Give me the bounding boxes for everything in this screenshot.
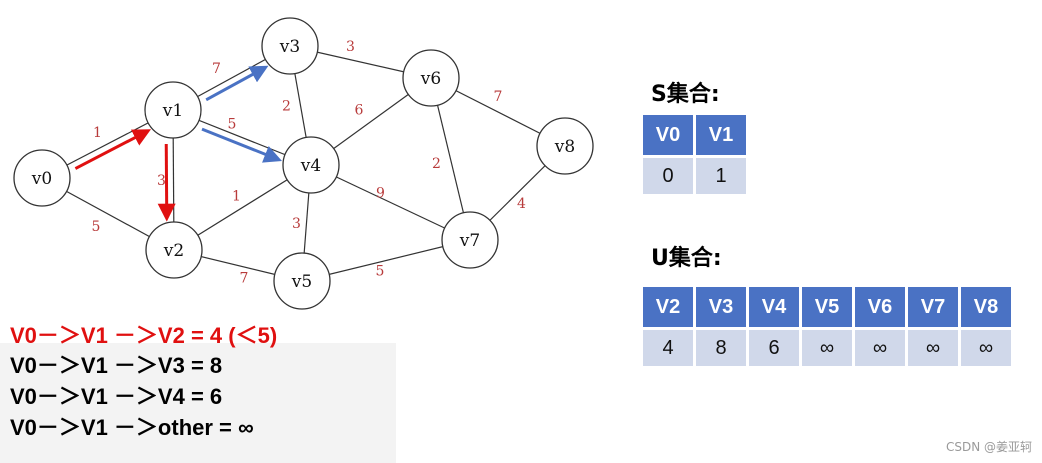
node-v3: v3 xyxy=(261,17,319,75)
u-set-header: V6 xyxy=(855,287,905,327)
node-label: v7 xyxy=(459,231,480,251)
edge-weight-v7-v8: 4 xyxy=(517,196,526,212)
edge-v5-v7 xyxy=(301,239,471,282)
graph-diagram: v0 v1 v2 v3 v4 v5 v6 v7 v8 1 5 3 7 5 1 7 2 3 3 6 9 5 2 7 4 xyxy=(13,17,594,310)
path-line: V0－＞V1 －＞V4 = 6 xyxy=(10,384,223,409)
path-arrow-v1-v3 xyxy=(205,65,269,102)
edge-weight-v3-v6: 3 xyxy=(346,39,355,55)
node-circle xyxy=(145,221,203,279)
path-arrow-v0-v1 xyxy=(74,129,152,170)
node-v0: v0 xyxy=(13,149,71,207)
edge-weight-v5-v7: 5 xyxy=(376,264,385,280)
node-label: v2 xyxy=(163,241,184,261)
edge-weight-v0-v2: 5 xyxy=(92,219,101,235)
u-set-header: V3 xyxy=(696,287,746,327)
edge-weight-v4-v5: 3 xyxy=(292,216,301,232)
u-set-header: V4 xyxy=(749,287,799,327)
node-v6: v6 xyxy=(402,49,460,107)
path-line: V0－＞V1 －＞other = ∞ xyxy=(10,415,254,440)
edge-weight-v1-v2: 3 xyxy=(157,173,166,189)
node-circle xyxy=(273,252,331,310)
u-set-value: 6 xyxy=(749,330,799,366)
u-set-value: 4 xyxy=(643,330,693,366)
s-set-title: S集合: xyxy=(651,82,720,107)
s-set-header: V1 xyxy=(696,115,746,155)
edge-weight-v2-v5: 7 xyxy=(240,271,249,287)
u-set-header: V7 xyxy=(908,287,958,327)
s-set-value: 0 xyxy=(643,158,693,194)
node-circle xyxy=(441,211,499,269)
edge-weight-v1-v4: 5 xyxy=(228,117,237,133)
node-circle xyxy=(13,149,71,207)
node-v7: v7 xyxy=(441,211,499,269)
paths-panel xyxy=(0,343,396,463)
s-set-header: V0 xyxy=(643,115,693,155)
node-label: v6 xyxy=(420,69,441,89)
edge-weight-v6-v7: 2 xyxy=(432,156,441,172)
edge-weight-v1-v3: 7 xyxy=(212,61,221,77)
edge-weight-v4-v6: 6 xyxy=(355,103,364,119)
node-label: v0 xyxy=(31,169,52,189)
u-set-header: V8 xyxy=(961,287,1011,327)
node-label: v1 xyxy=(162,101,183,121)
u-set-value: ∞ xyxy=(908,330,958,366)
watermark: CSDN @姜亚轲 xyxy=(945,440,1032,454)
node-circle xyxy=(536,117,594,175)
path-line-highlight: V0－＞V1 －＞V2 = 4 (＜5) xyxy=(10,323,278,348)
node-circle xyxy=(402,49,460,107)
node-label: v5 xyxy=(291,272,312,292)
edge-v4-v7 xyxy=(310,164,471,241)
node-label: v3 xyxy=(279,37,300,57)
s-set-value: 1 xyxy=(696,158,746,194)
node-circle xyxy=(282,136,340,194)
u-set-value: ∞ xyxy=(802,330,852,366)
node-circle xyxy=(261,17,319,75)
edge-weight-v6-v8: 7 xyxy=(494,89,503,105)
node-circle xyxy=(144,81,202,139)
s-set-table: V0 V1 0 1 xyxy=(640,112,749,197)
node-v8: v8 xyxy=(536,117,594,175)
path-arrow-v1-v2 xyxy=(157,144,176,222)
node-v1: v1 xyxy=(144,81,202,139)
node-v2: v2 xyxy=(145,221,203,279)
edge-weight-v0-v1: 1 xyxy=(93,125,102,141)
edge-weight-v2-v4: 1 xyxy=(232,189,241,205)
node-v4: v4 xyxy=(282,136,340,194)
u-set-table: V2 V3 V4 V5 V6 V7 V8 4 8 6 ∞ ∞ ∞ ∞ xyxy=(640,284,1014,369)
u-set-value: ∞ xyxy=(961,330,1011,366)
edge-weight-v3-v4: 2 xyxy=(282,99,291,115)
u-set-value: ∞ xyxy=(855,330,905,366)
path-line: V0－＞V1 －＞V3 = 8 xyxy=(10,353,223,378)
u-set-value: 8 xyxy=(696,330,746,366)
u-set-header: V5 xyxy=(802,287,852,327)
u-set-title: U集合: xyxy=(651,246,722,271)
edge-weight-v4-v7: 9 xyxy=(376,186,385,202)
node-v5: v5 xyxy=(273,252,331,310)
node-label: v4 xyxy=(300,156,321,176)
u-set-header: V2 xyxy=(643,287,693,327)
path-arrow-v1-v4 xyxy=(201,127,283,163)
node-label: v8 xyxy=(554,137,575,157)
